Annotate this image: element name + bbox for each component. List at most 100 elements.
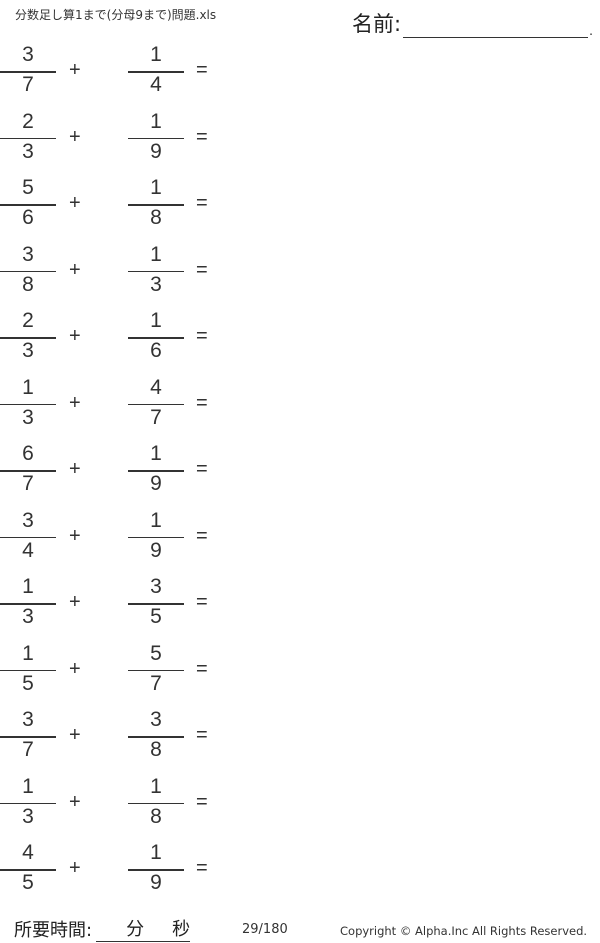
- equals-sign: =: [196, 657, 208, 680]
- fraction-bar: [0, 869, 56, 871]
- equals-sign: =: [196, 458, 208, 480]
- second-fraction: 5 7: [128, 640, 184, 700]
- second-fraction: 3 8: [128, 706, 184, 766]
- first-fraction: 3 8: [0, 241, 56, 301]
- equals-sign: =: [196, 524, 208, 547]
- page-number: 29/180: [242, 922, 288, 937]
- denominator: 5: [150, 605, 162, 628]
- fraction-bar: [0, 669, 56, 671]
- fraction-bar: [128, 71, 184, 73]
- denominator: 7: [150, 405, 162, 429]
- numerator: 1: [150, 774, 162, 798]
- fraction-bar: [128, 736, 184, 738]
- fraction-bar: [0, 536, 56, 538]
- problem-row: 3 8 + 1 3 =: [0, 241, 240, 301]
- first-fraction: 6 7: [0, 440, 56, 500]
- document-title: 分数足し算1まで(分母9まで)問題.xls: [15, 8, 217, 22]
- problem-row: 6 7 + 1 9 =: [0, 440, 240, 500]
- fraction-bar: [0, 470, 56, 472]
- second-fraction: 1 4: [128, 41, 184, 101]
- problem-row: 1 3 + 4 7 =: [0, 374, 240, 434]
- numerator: 5: [22, 176, 34, 199]
- plus-sign: +: [69, 325, 81, 347]
- equals-sign: =: [196, 192, 208, 214]
- plus-sign: +: [69, 657, 81, 680]
- name-end: .: [589, 24, 593, 38]
- problem-row: 3 7 + 3 8 =: [0, 706, 240, 766]
- fraction-bar: [128, 603, 184, 605]
- minutes-label: 分: [126, 919, 145, 940]
- second-fraction: 1 9: [128, 839, 184, 899]
- name-blank[interactable]: [403, 17, 589, 38]
- equals-sign: =: [196, 391, 208, 414]
- fraction-bar: [0, 270, 56, 272]
- fraction-bar: [0, 71, 56, 73]
- numerator: 3: [22, 508, 34, 532]
- denominator: 3: [150, 272, 162, 296]
- equals-sign: =: [196, 325, 208, 347]
- numerator: 4: [150, 375, 162, 399]
- fraction-bar: [0, 137, 56, 139]
- numerator: 3: [22, 43, 34, 66]
- plus-sign: +: [69, 857, 81, 879]
- fraction-bar: [0, 603, 56, 605]
- denominator: 6: [22, 206, 34, 229]
- second-fraction: 1 8: [128, 773, 184, 833]
- equals-sign: =: [196, 125, 208, 148]
- denominator: 9: [150, 472, 162, 495]
- second-fraction: 3 5: [128, 573, 184, 633]
- fraction-bar: [128, 669, 184, 671]
- problem-row: 4 5 + 1 9 =: [0, 839, 240, 899]
- name-field: 名前: .: [352, 8, 593, 38]
- denominator: 8: [150, 738, 162, 761]
- name-label: 名前:: [352, 12, 402, 36]
- second-fraction: 1 3: [128, 241, 184, 301]
- fraction-bar: [128, 270, 184, 272]
- second-fraction: 1 6: [128, 307, 184, 367]
- equals-sign: =: [196, 790, 208, 813]
- first-fraction: 3 4: [0, 507, 56, 567]
- fraction-bar: [0, 204, 56, 206]
- numerator: 3: [150, 708, 162, 731]
- numerator: 3: [22, 708, 34, 731]
- plus-sign: +: [69, 192, 81, 214]
- numerator: 1: [22, 641, 34, 665]
- numerator: 2: [22, 109, 34, 133]
- equals-sign: =: [196, 59, 208, 81]
- second-fraction: 1 9: [128, 507, 184, 567]
- first-fraction: 1 5: [0, 640, 56, 700]
- problem-row: 5 6 + 1 8 =: [0, 174, 240, 234]
- first-fraction: 1 3: [0, 773, 56, 833]
- second-fraction: 1 9: [128, 108, 184, 168]
- fraction-bar: [128, 869, 184, 871]
- problem-row: 2 3 + 1 9 =: [0, 108, 240, 168]
- denominator: 3: [22, 139, 34, 163]
- problem-row: 3 7 + 1 4 =: [0, 41, 240, 101]
- plus-sign: +: [69, 258, 81, 281]
- fraction-bar: [0, 337, 56, 339]
- fraction-bar: [128, 403, 184, 405]
- denominator: 4: [22, 538, 34, 562]
- fraction-bar: [128, 536, 184, 538]
- problem-row: 1 5 + 5 7 =: [0, 640, 240, 700]
- numerator: 3: [22, 242, 34, 266]
- problem-row: 3 4 + 1 9 =: [0, 507, 240, 567]
- numerator: 1: [150, 109, 162, 133]
- numerator: 5: [150, 641, 162, 665]
- fraction-bar: [128, 802, 184, 804]
- equals-sign: =: [196, 724, 208, 746]
- fraction-bar: [128, 470, 184, 472]
- plus-sign: +: [69, 59, 81, 81]
- time-blank[interactable]: 分 秒: [96, 919, 191, 942]
- numerator: 1: [150, 176, 162, 199]
- copyright: Copyright © Alpha.Inc All Rights Reserve…: [340, 924, 588, 938]
- denominator: 9: [150, 538, 162, 562]
- plus-sign: +: [69, 391, 81, 414]
- denominator: 3: [22, 804, 34, 828]
- first-fraction: 3 7: [0, 41, 56, 101]
- denominator: 9: [150, 139, 162, 163]
- numerator: 6: [22, 442, 34, 465]
- numerator: 1: [22, 774, 34, 798]
- denominator: 7: [150, 671, 162, 695]
- numerator: 1: [150, 309, 162, 332]
